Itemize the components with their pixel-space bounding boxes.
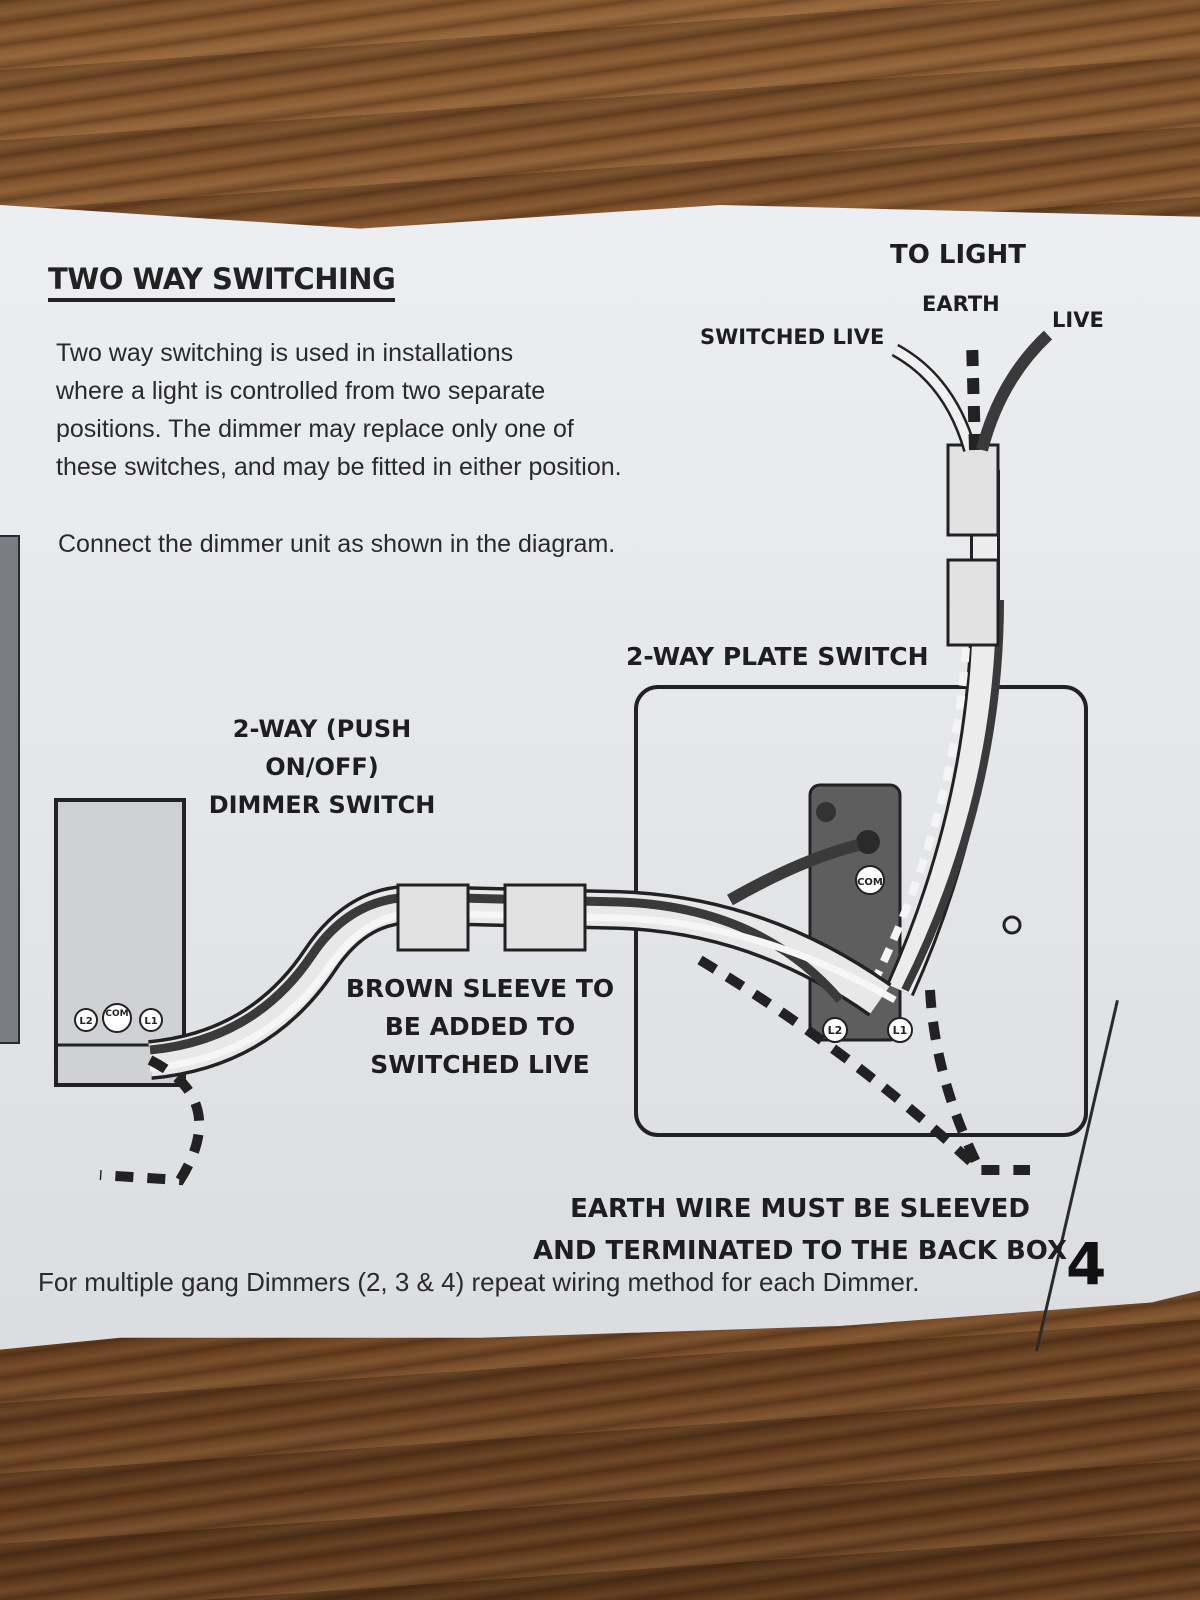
intro-paragraph: Two way switching is used in installatio… xyxy=(56,334,736,486)
plate-switch-label: 2-WAY PLATE SWITCH xyxy=(626,642,929,671)
dimmer-l2-label: L2 xyxy=(79,1016,92,1027)
switched-live-wire-end xyxy=(892,346,975,452)
plate-l1-terminal xyxy=(887,1017,913,1043)
plate-earth-wire xyxy=(697,955,1030,1175)
dimmer-switch-label: 2-WAY (PUSH ON/OFF) DIMMER SWITCH xyxy=(172,710,472,824)
top-sleeve-upper xyxy=(946,443,1000,537)
com-feed-wire xyxy=(727,839,860,906)
switched-live-label: SWITCHED LIVE xyxy=(700,325,885,349)
middle-sleeve-right xyxy=(503,883,587,952)
dimmer-l2-terminal xyxy=(74,1008,98,1032)
mechanism-screw xyxy=(816,802,836,822)
dimmer-l1-label: L1 xyxy=(144,1016,157,1027)
intro-line: these switches, and may be fitted in eit… xyxy=(56,453,622,481)
page-number: 4 xyxy=(1066,1230,1107,1298)
plate-earth-wire-2 xyxy=(925,989,985,1173)
adjacent-page-edge xyxy=(0,535,20,1044)
dimmer-label-line: DIMMER SWITCH xyxy=(208,791,436,819)
footer-note: For multiple gang Dimmers (2, 3 & 4) rep… xyxy=(38,1267,920,1297)
sleeve-note-line: BE ADDED TO xyxy=(384,1012,576,1041)
dimmer-com-terminal xyxy=(102,1003,132,1033)
earth-wire-end xyxy=(966,339,981,451)
switched-live-wire-end-outline xyxy=(891,343,977,452)
dimmer-label-line: 2-WAY (PUSH ON/OFF) xyxy=(232,715,412,781)
switched-live-conductor xyxy=(149,892,844,1055)
earth-wire-note: EARTH WIRE MUST BE SLEEVED AND TERMINATE… xyxy=(530,1188,1070,1272)
live-label: LIVE xyxy=(1052,308,1104,332)
sleeve-note-line: SWITCHED LIVE xyxy=(370,1050,590,1079)
plate-l1-label: L1 xyxy=(893,1024,908,1037)
middle-sleeve-left xyxy=(396,883,470,952)
plate-l2-terminal xyxy=(822,1017,848,1043)
strapper-conductor xyxy=(149,909,897,1072)
earth-note-line: AND TERMINATED TO THE BACK BOX xyxy=(532,1236,1068,1266)
intro-line: Two way switching is used in installatio… xyxy=(56,339,514,367)
dimmer-switch-box xyxy=(54,798,186,1087)
plate-screw-hole xyxy=(1002,915,1022,935)
plate-com-terminal xyxy=(855,865,885,895)
dimmer-earth-wire xyxy=(99,1055,205,1186)
intro-line: positions. The dimmer may replace only o… xyxy=(56,415,574,443)
sleeve-note-line: BROWN SLEEVE TO xyxy=(345,974,615,1003)
earth-wire-down xyxy=(866,599,972,992)
brown-sleeve-note: BROWN SLEEVE TO BE ADDED TO SWITCHED LIV… xyxy=(330,970,630,1084)
mechanism-terminal-top xyxy=(856,830,880,854)
top-sleeve-lower xyxy=(946,558,1000,647)
page-title: TWO WAY SWITCHING xyxy=(48,262,396,302)
dimmer-l1-terminal xyxy=(139,1008,163,1032)
plate-l2-label: L2 xyxy=(828,1024,843,1037)
live-wire-end xyxy=(976,330,1053,452)
earth-label: EARTH xyxy=(922,292,1000,316)
to-light-label: TO LIGHT xyxy=(890,240,1026,270)
connect-instruction: Connect the dimmer unit as shown in the … xyxy=(58,530,616,558)
live-wire-down xyxy=(901,599,1004,992)
earth-note-line: EARTH WIRE MUST BE SLEEVED xyxy=(570,1194,1030,1224)
plate-com-label: COM xyxy=(857,877,883,888)
dimmer-com-label: COM xyxy=(105,1009,128,1019)
intro-line: where a light is controlled from two sep… xyxy=(56,377,546,405)
